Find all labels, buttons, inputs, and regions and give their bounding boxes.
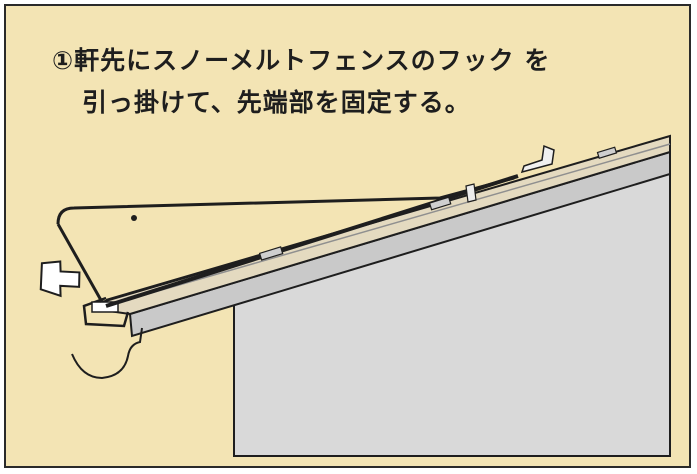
instruction-line-2: 引っ掛けて、先端部を固定する。	[82, 88, 471, 117]
rod-clip-1	[258, 246, 284, 261]
fence-arm	[56, 176, 515, 225]
upper-bracket	[520, 144, 555, 174]
fence-rivet	[131, 215, 137, 221]
diagram-panel: ①軒先にスノーメルトフェンスのフック を 引っ掛けて、先端部を固定する。	[4, 4, 691, 468]
instruction-line-1: ①軒先にスノーメルトフェンスのフック を	[52, 46, 551, 75]
rod-clip-2	[428, 196, 452, 211]
rod-clip-3	[596, 146, 618, 159]
roof-edge-line	[105, 143, 671, 307]
instruction-text: ①軒先にスノーメルトフェンスのフック を 引っ掛けて、先端部を固定する。	[52, 40, 550, 124]
roof-illustration	[39, 134, 671, 457]
curved-hand-icon	[71, 327, 143, 380]
hook-clip	[91, 301, 119, 313]
fence-arm-drop	[56, 223, 104, 303]
push-down-arrow-icon	[39, 260, 81, 298]
rod-stopper	[465, 183, 477, 203]
